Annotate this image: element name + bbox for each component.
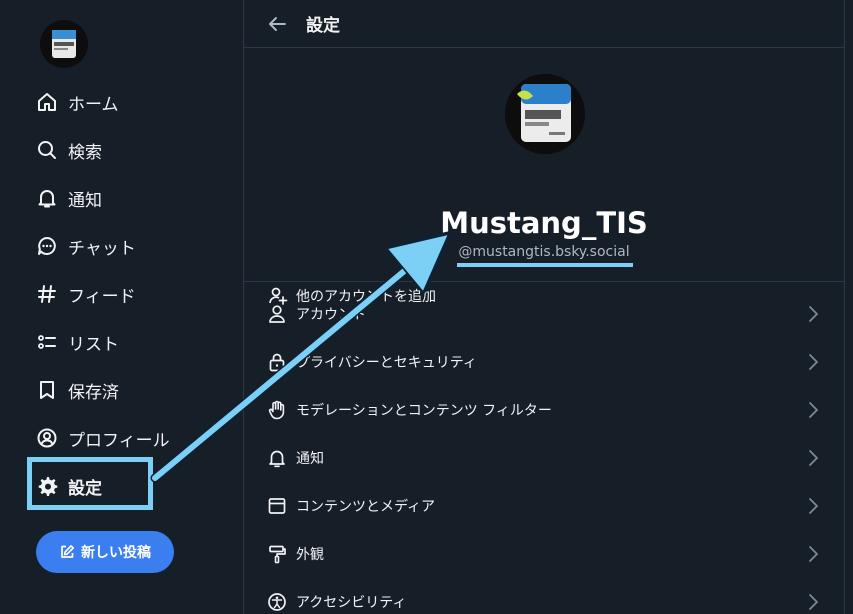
bookmark-icon — [36, 379, 58, 401]
sidebar-nav: ホーム 検索 通知 チャット フィード — [36, 78, 170, 510]
sidebar-item-chat[interactable]: チャット — [36, 222, 170, 270]
chevron-right-icon — [806, 593, 820, 611]
chevron-right-icon — [806, 353, 820, 371]
settings-highlight-box — [27, 457, 153, 510]
gear-icon — [36, 475, 58, 497]
sidebar-item-lists[interactable]: リスト — [36, 318, 170, 366]
settings-panel: 設定 Mustang_TIS @mustangtis.bsky.social 他… — [243, 0, 845, 614]
settings-item-accessibility[interactable]: アクセシビリティ — [244, 578, 844, 614]
chevron-right-icon — [806, 545, 820, 563]
settings-item-account[interactable]: アカウント — [244, 290, 844, 338]
sidebar-item-label: フィード — [68, 286, 136, 307]
sidebar: ホーム 検索 通知 チャット フィード — [0, 0, 243, 614]
settings-item-label: アクセシビリティ — [296, 595, 407, 611]
profile-icon — [36, 427, 58, 449]
accessibility-icon — [266, 591, 288, 613]
sidebar-item-label: リスト — [68, 334, 119, 355]
profile-handle: @mustangtis.bsky.social — [458, 244, 630, 260]
settings-item-moderation[interactable]: モデレーションとコンテンツ フィルター — [244, 386, 844, 434]
chat-icon — [36, 235, 58, 257]
bell-icon — [266, 447, 288, 469]
page-title: 設定 — [306, 16, 340, 36]
sidebar-item-label: 設定 — [68, 478, 102, 499]
profile-display-name: Mustang_TIS — [440, 206, 648, 240]
sidebar-item-home[interactable]: ホーム — [36, 78, 170, 126]
sidebar-item-label: チャット — [68, 238, 136, 259]
paint-roller-icon — [266, 543, 288, 565]
sidebar-item-label: プロフィール — [68, 430, 170, 451]
back-arrow-icon[interactable] — [266, 13, 288, 35]
sidebar-item-label: ホーム — [68, 94, 119, 115]
profile-avatar[interactable] — [505, 74, 585, 154]
chevron-right-icon — [806, 305, 820, 323]
settings-item-label: 通知 — [296, 451, 324, 467]
chevron-right-icon — [806, 449, 820, 467]
page-header: 設定 — [244, 0, 844, 48]
hand-icon — [266, 399, 288, 421]
sidebar-item-label: 通知 — [68, 190, 102, 211]
hash-icon — [36, 283, 58, 305]
chevron-right-icon — [806, 497, 820, 515]
chevron-right-icon — [806, 401, 820, 419]
sidebar-item-search[interactable]: 検索 — [36, 126, 170, 174]
avatar-image-icon — [505, 74, 585, 154]
avatar-image-icon — [40, 20, 88, 68]
settings-menu: アカウント プライバシーとセキュリティ モデレーションとコンテンツ フィルター … — [244, 290, 844, 614]
sidebar-item-profile[interactable]: プロフィール — [36, 414, 170, 462]
compose-icon — [59, 544, 75, 560]
sidebar-item-feeds[interactable]: フィード — [36, 270, 170, 318]
sidebar-item-saved[interactable]: 保存済 — [36, 366, 170, 414]
settings-item-content-media[interactable]: コンテンツとメディア — [244, 482, 844, 530]
profile-summary: Mustang_TIS @mustangtis.bsky.social 他のアカ… — [244, 48, 844, 305]
sidebar-item-label: 保存済 — [68, 382, 119, 403]
person-icon — [266, 303, 288, 325]
sidebar-item-label: 検索 — [68, 142, 102, 163]
sidebar-item-settings[interactable]: 設定 — [36, 462, 170, 510]
new-post-button[interactable]: 新しい投稿 — [36, 531, 174, 573]
new-post-label: 新しい投稿 — [81, 545, 151, 561]
settings-item-privacy[interactable]: プライバシーとセキュリティ — [244, 338, 844, 386]
window-icon — [266, 495, 288, 517]
search-icon — [36, 139, 58, 161]
settings-item-notifications[interactable]: 通知 — [244, 434, 844, 482]
sidebar-item-notifications[interactable]: 通知 — [36, 174, 170, 222]
lock-icon — [266, 351, 288, 373]
settings-item-label: コンテンツとメディア — [296, 499, 436, 515]
settings-item-appearance[interactable]: 外観 — [244, 530, 844, 578]
home-icon — [36, 91, 58, 113]
settings-item-label: モデレーションとコンテンツ フィルター — [296, 403, 552, 419]
settings-item-label: プライバシーとセキュリティ — [296, 355, 477, 371]
bell-icon — [36, 187, 58, 209]
settings-item-label: 外観 — [296, 547, 324, 563]
handle-highlight-underline — [457, 263, 633, 267]
avatar[interactable] — [40, 20, 88, 68]
scrollbar[interactable] — [845, 0, 853, 614]
settings-item-label: アカウント — [296, 307, 366, 323]
list-icon — [36, 331, 58, 353]
